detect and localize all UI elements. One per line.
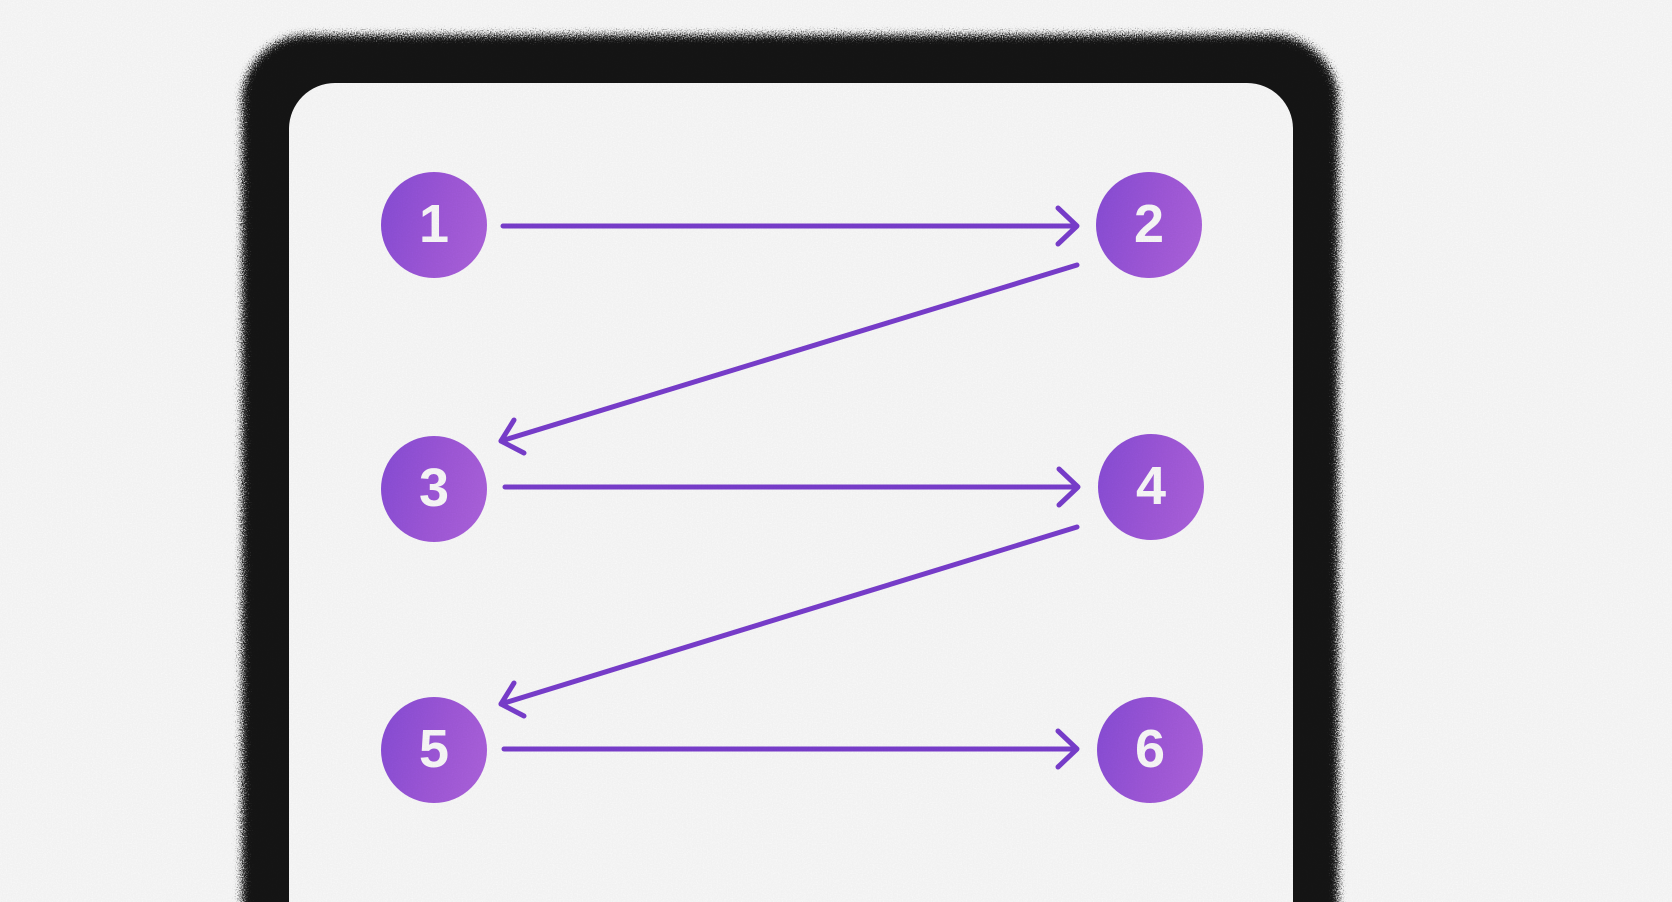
node-5: 5 [381,697,487,803]
node-4: 4 [1098,434,1204,540]
node-3-label: 3 [418,458,450,518]
node-2-label: 2 [1133,194,1165,254]
node-3: 3 [381,436,487,542]
node-4-label: 4 [1135,456,1167,516]
node-6: 6 [1097,697,1203,803]
node-5-label: 5 [418,719,450,779]
node-1: 1 [381,172,487,278]
node-1-label: 1 [418,194,450,254]
node-6-label: 6 [1134,719,1166,779]
node-2: 2 [1096,172,1202,278]
